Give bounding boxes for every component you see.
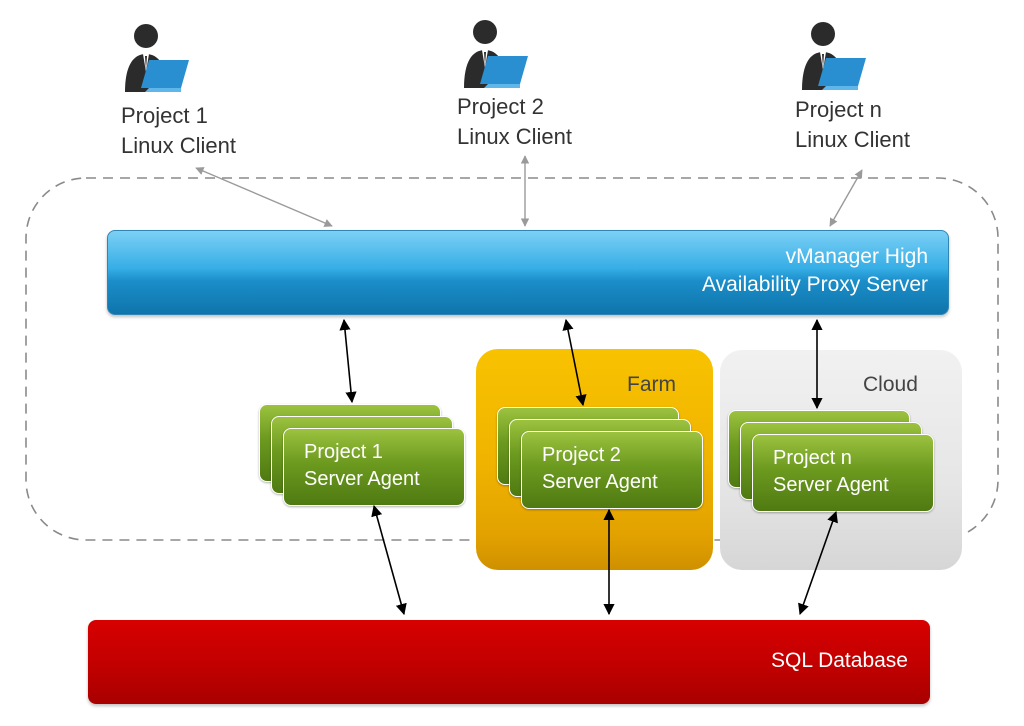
server-agent-project2: Project 2 Server Agent [497, 407, 707, 509]
connector-client1-proxy [195, 167, 333, 227]
client-name: Project 2 [457, 94, 544, 119]
agent-role: Server Agent [304, 468, 420, 490]
user-laptop-icon [125, 24, 189, 92]
client-label-project2: Project 2 Linux Client [457, 92, 572, 152]
agent-project: Project 1 [304, 441, 383, 463]
client-type: Linux Client [121, 133, 236, 158]
client-name: Project n [795, 97, 882, 122]
agent-label: Project 2 Server Agent [542, 442, 658, 496]
proxy-server: vManager High Availability Proxy Server [107, 230, 949, 315]
connector-clientn-proxy [829, 169, 863, 227]
farm-label: Farm [627, 373, 676, 396]
cloud-label: Cloud [863, 373, 918, 396]
sql-database-label: SQL Database [771, 649, 908, 672]
agent-project: Project n [773, 447, 852, 469]
client-type: Linux Client [457, 124, 572, 149]
user-laptop-icon [802, 22, 866, 90]
agent-card: Project 2 Server Agent [521, 431, 703, 509]
sql-database: SQL Database [88, 620, 930, 704]
agent-card: Project 1 Server Agent [283, 428, 465, 506]
agent-project: Project 2 [542, 444, 621, 466]
client-type: Linux Client [795, 127, 910, 152]
proxy-server-label: vManager High Availability Proxy Server [702, 243, 928, 299]
client-label-projectn: Project n Linux Client [795, 95, 910, 155]
client-label-project1: Project 1 Linux Client [121, 101, 236, 161]
agent-label: Project n Server Agent [773, 445, 889, 499]
server-agent-projectn: Project n Server Agent [728, 410, 938, 512]
client-name: Project 1 [121, 103, 208, 128]
agent-card: Project n Server Agent [752, 434, 934, 512]
user-laptop-icon [464, 20, 528, 88]
agent-label: Project 1 Server Agent [304, 439, 420, 493]
agent-role: Server Agent [542, 471, 658, 493]
server-agent-project1: Project 1 Server Agent [259, 404, 469, 506]
agent-role: Server Agent [773, 474, 889, 496]
proxy-line2: Availability Proxy Server [701, 273, 928, 296]
proxy-line1: vManager High [785, 245, 928, 268]
